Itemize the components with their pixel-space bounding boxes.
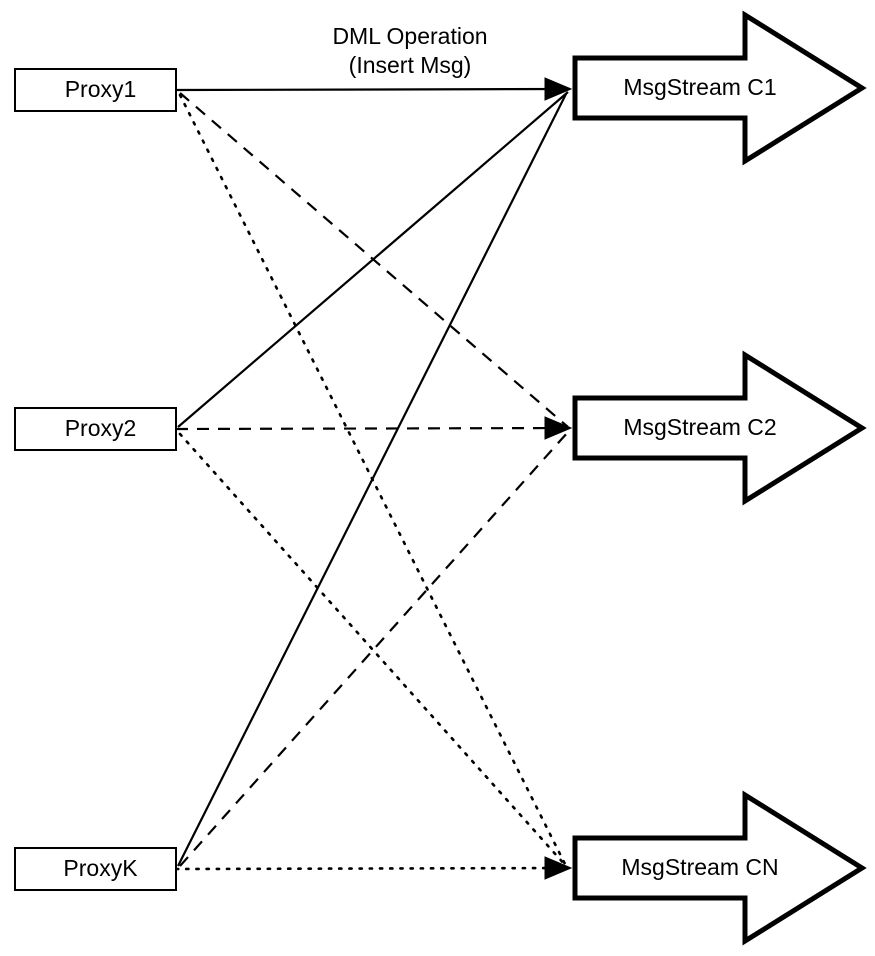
arrowheads-layer (544, 77, 573, 880)
msgstream-label: MsgStream C1 (623, 74, 776, 100)
edges-layer (174, 87, 572, 871)
edge-proxy1-to-msgstream-cn (178, 93, 568, 868)
arrowhead-c1 (544, 77, 573, 101)
arrowhead-c2 (544, 416, 573, 440)
dml-operation-label-line1: DML Operation (332, 23, 487, 49)
edge-proxy1-to-msgstream-c1 (175, 87, 571, 92)
msgstream-block-arrow-shape (572, 10, 867, 166)
proxy-node-proxy2[interactable]: Proxy2 (14, 407, 177, 451)
msgstream-label: MsgStream C2 (623, 414, 776, 440)
msgstream-nodes-layer: MsgStream C1 MsgStream C2 MsgStream CN (572, 10, 867, 946)
msgstream-node-msgstream-c1[interactable]: MsgStream C1 (572, 10, 867, 166)
edge-proxyk-to-msgstream-cn (174, 866, 572, 871)
edge-proxyk-to-msgstream-c2 (179, 431, 569, 867)
edge-proxy2-to-msgstream-c2 (175, 426, 571, 431)
annotations-layer: DML Operation (Insert Msg) (332, 23, 487, 78)
proxy-label: ProxyK (63, 855, 138, 881)
msgstream-node-msgstream-c2[interactable]: MsgStream C2 (572, 350, 867, 506)
dml-operation-label-line2: (Insert Msg) (349, 52, 472, 78)
msgstream-node-msgstream-cn[interactable]: MsgStream CN (572, 790, 867, 946)
proxy-label: Proxy1 (65, 76, 137, 102)
proxy-label: Proxy2 (65, 415, 137, 441)
proxy-box-rect (14, 68, 177, 112)
edge-proxy2-to-msgstream-cn (178, 432, 568, 868)
proxy-box-rect (14, 407, 177, 451)
edge-proxy2-to-msgstream-c1 (177, 91, 569, 428)
msgstream-block-arrow-shape (572, 350, 867, 506)
edge-proxyk-to-msgstream-c1 (177, 93, 567, 867)
arrowhead-cn (544, 856, 573, 880)
msgstream-label: MsgStream CN (621, 854, 778, 880)
proxy-box-rect (14, 847, 177, 891)
proxy-node-proxyk[interactable]: ProxyK (14, 847, 177, 891)
proxy-node-proxy1[interactable]: Proxy1 (14, 68, 177, 112)
msgstream-block-arrow-shape (572, 790, 867, 946)
